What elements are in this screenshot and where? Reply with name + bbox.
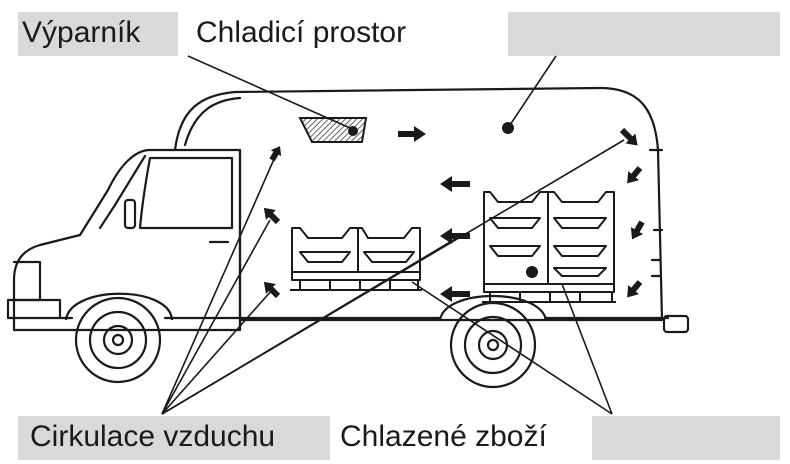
airflow-arrow: [627, 280, 643, 298]
air-circulation-leader: [161, 289, 273, 415]
airflow-arrow: [619, 127, 638, 146]
airflow-arrow: [627, 166, 643, 184]
airflow-arrow: [263, 207, 281, 225]
airflow-arrow: [440, 228, 470, 244]
cooling-space-dot: [502, 122, 514, 134]
van-roof-line: [183, 96, 242, 147]
evaporator-unit: [298, 117, 368, 143]
air-circulation-label: Cirkulace vzduchu: [30, 420, 276, 453]
airflow-arrows: [263, 126, 645, 302]
cooled-goods-leader: [561, 283, 613, 415]
label-box-bottom-right: [592, 416, 780, 460]
van-cab: [12, 148, 242, 332]
crate-stack-right: [482, 191, 616, 303]
label-box-top-right: [508, 12, 780, 56]
cooled-goods-dot: [526, 266, 538, 278]
airflow-arrow: [440, 286, 470, 302]
van-mirror: [123, 198, 137, 230]
air-circulation-leader: [161, 219, 271, 415]
label-box-top-left: [18, 12, 178, 56]
airflow-arrow: [263, 281, 281, 299]
airflow-arrow: [398, 126, 426, 142]
evaporator-leader: [187, 55, 351, 129]
evaporator-label: Výparník: [22, 16, 141, 49]
crate-stack-left: [290, 227, 422, 291]
cooled-goods-label: Chlazené zboží: [340, 420, 547, 453]
van-rear-bumper: [662, 314, 690, 334]
cooled-goods-leader: [411, 281, 613, 415]
van-front-bumper: [6, 298, 62, 320]
front-wheel: [74, 296, 162, 384]
van-windshield: [98, 154, 147, 230]
van-grille: [12, 260, 42, 302]
cooling-space-leader: [507, 55, 557, 129]
van-side-window: [138, 156, 234, 230]
air-circulation-leader: [161, 149, 279, 415]
airflow-arrow: [440, 176, 470, 192]
label-box-bottom-left: [18, 416, 330, 460]
airflow-arrow: [630, 220, 645, 240]
cooling-space-label: Chladicí prostor: [196, 16, 407, 49]
air-circulation-leader: [161, 139, 625, 415]
van-cargo-box: [173, 86, 664, 322]
